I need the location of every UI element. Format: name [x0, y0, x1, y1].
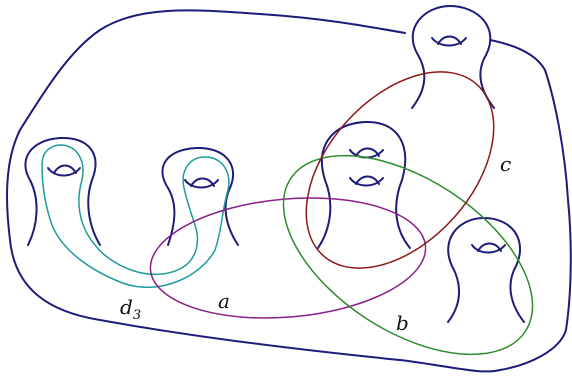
curve-b — [282, 154, 534, 356]
handle-5 — [447, 217, 525, 323]
handle-1 — [24, 136, 101, 246]
handle-4 — [411, 5, 495, 109]
label-d3: d3 — [120, 295, 141, 323]
label-b: b — [396, 311, 409, 335]
label-c: c — [500, 152, 511, 176]
surface-outline — [6, 9, 572, 373]
label-d3-sub: 3 — [133, 308, 141, 323]
handle-2 — [161, 146, 239, 246]
curve-d3 — [41, 144, 230, 288]
label-a: a — [218, 289, 230, 313]
curve-a — [149, 197, 427, 319]
curve-c — [305, 71, 495, 269]
label-d3-main: d — [120, 295, 133, 319]
